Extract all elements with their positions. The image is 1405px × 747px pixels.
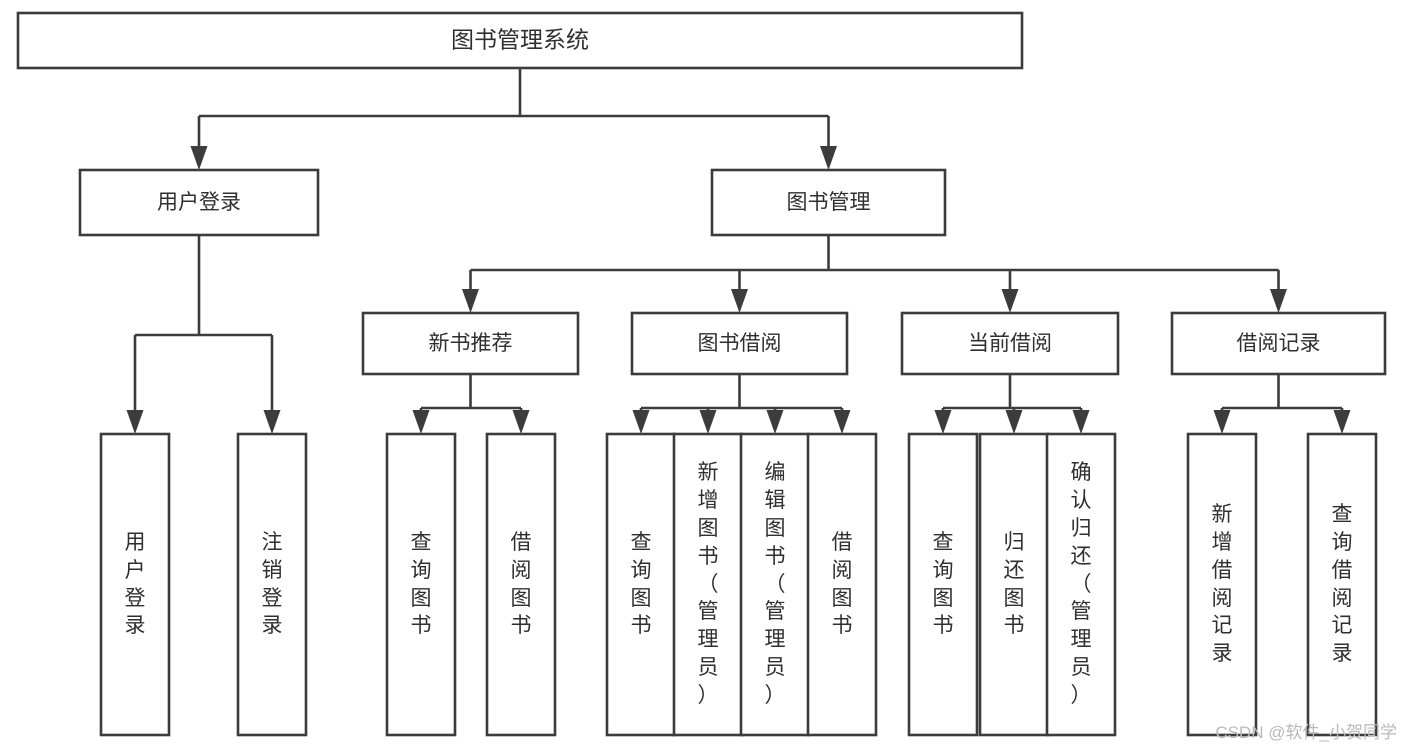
node-box-level2-1[interactable] [710,168,947,237]
arrowhead-icon [1333,410,1351,434]
node-label-level3-0: 新书推荐 [429,332,513,355]
arrowhead-icon [263,410,281,434]
arrowhead-icon [833,410,851,434]
node-box-level3-1[interactable] [630,311,849,376]
arrowhead-icon [1005,410,1023,434]
arrowhead-icon [699,410,717,434]
arrowhead-icon [462,289,479,313]
node-label-level2-0: 用户登录 [157,191,241,214]
arrowhead-icon [1072,410,1090,434]
arrowhead-icon [731,289,748,313]
arrowhead-icon [126,410,144,434]
node-box-leaf-11[interactable] [1186,432,1258,737]
node-box-leaf-12[interactable] [1306,432,1378,737]
arrowhead-icon [934,410,952,434]
arrowhead-icon [820,146,837,170]
node-box-leaf-7[interactable] [806,432,878,737]
node-box-leaf-4[interactable] [605,432,677,737]
connectors-layer [126,68,1351,434]
node-label-level2-1: 图书管理 [787,191,871,214]
node-box-level3-2[interactable] [900,311,1120,376]
node-box-level3-0[interactable] [361,311,580,376]
node-box-leaf-6[interactable] [739,432,811,737]
arrowhead-icon [632,410,650,434]
arrowhead-icon [190,146,208,170]
boxes-layer [16,11,1387,737]
node-box-leaf-10[interactable] [1045,432,1117,737]
node-label-level3-1: 图书借阅 [698,332,782,355]
arrowhead-icon [1213,410,1231,434]
node-box-leaf-1[interactable] [236,432,308,737]
node-box-leaf-3[interactable] [485,432,557,737]
node-box-leaf-9[interactable] [978,432,1050,737]
node-label-level3-3: 借阅记录 [1237,332,1321,355]
node-box-leaf-2[interactable] [385,432,457,737]
arrowhead-icon [512,410,530,434]
arrowhead-icon [1001,289,1019,313]
node-box-leaf-0[interactable] [99,432,171,737]
node-label-level3-2: 当前借阅 [968,332,1052,355]
arrowhead-icon [766,410,784,434]
arrowhead-icon [1270,289,1287,313]
node-box-leaf-8[interactable] [907,432,979,737]
arrowhead-icon [412,410,430,434]
node-box-root[interactable] [16,11,1024,70]
node-box-level3-3[interactable] [1170,311,1387,376]
node-label-root: 图书管理系统 [451,27,589,53]
node-box-leaf-5[interactable] [672,432,744,737]
node-box-level2-0[interactable] [78,168,320,237]
